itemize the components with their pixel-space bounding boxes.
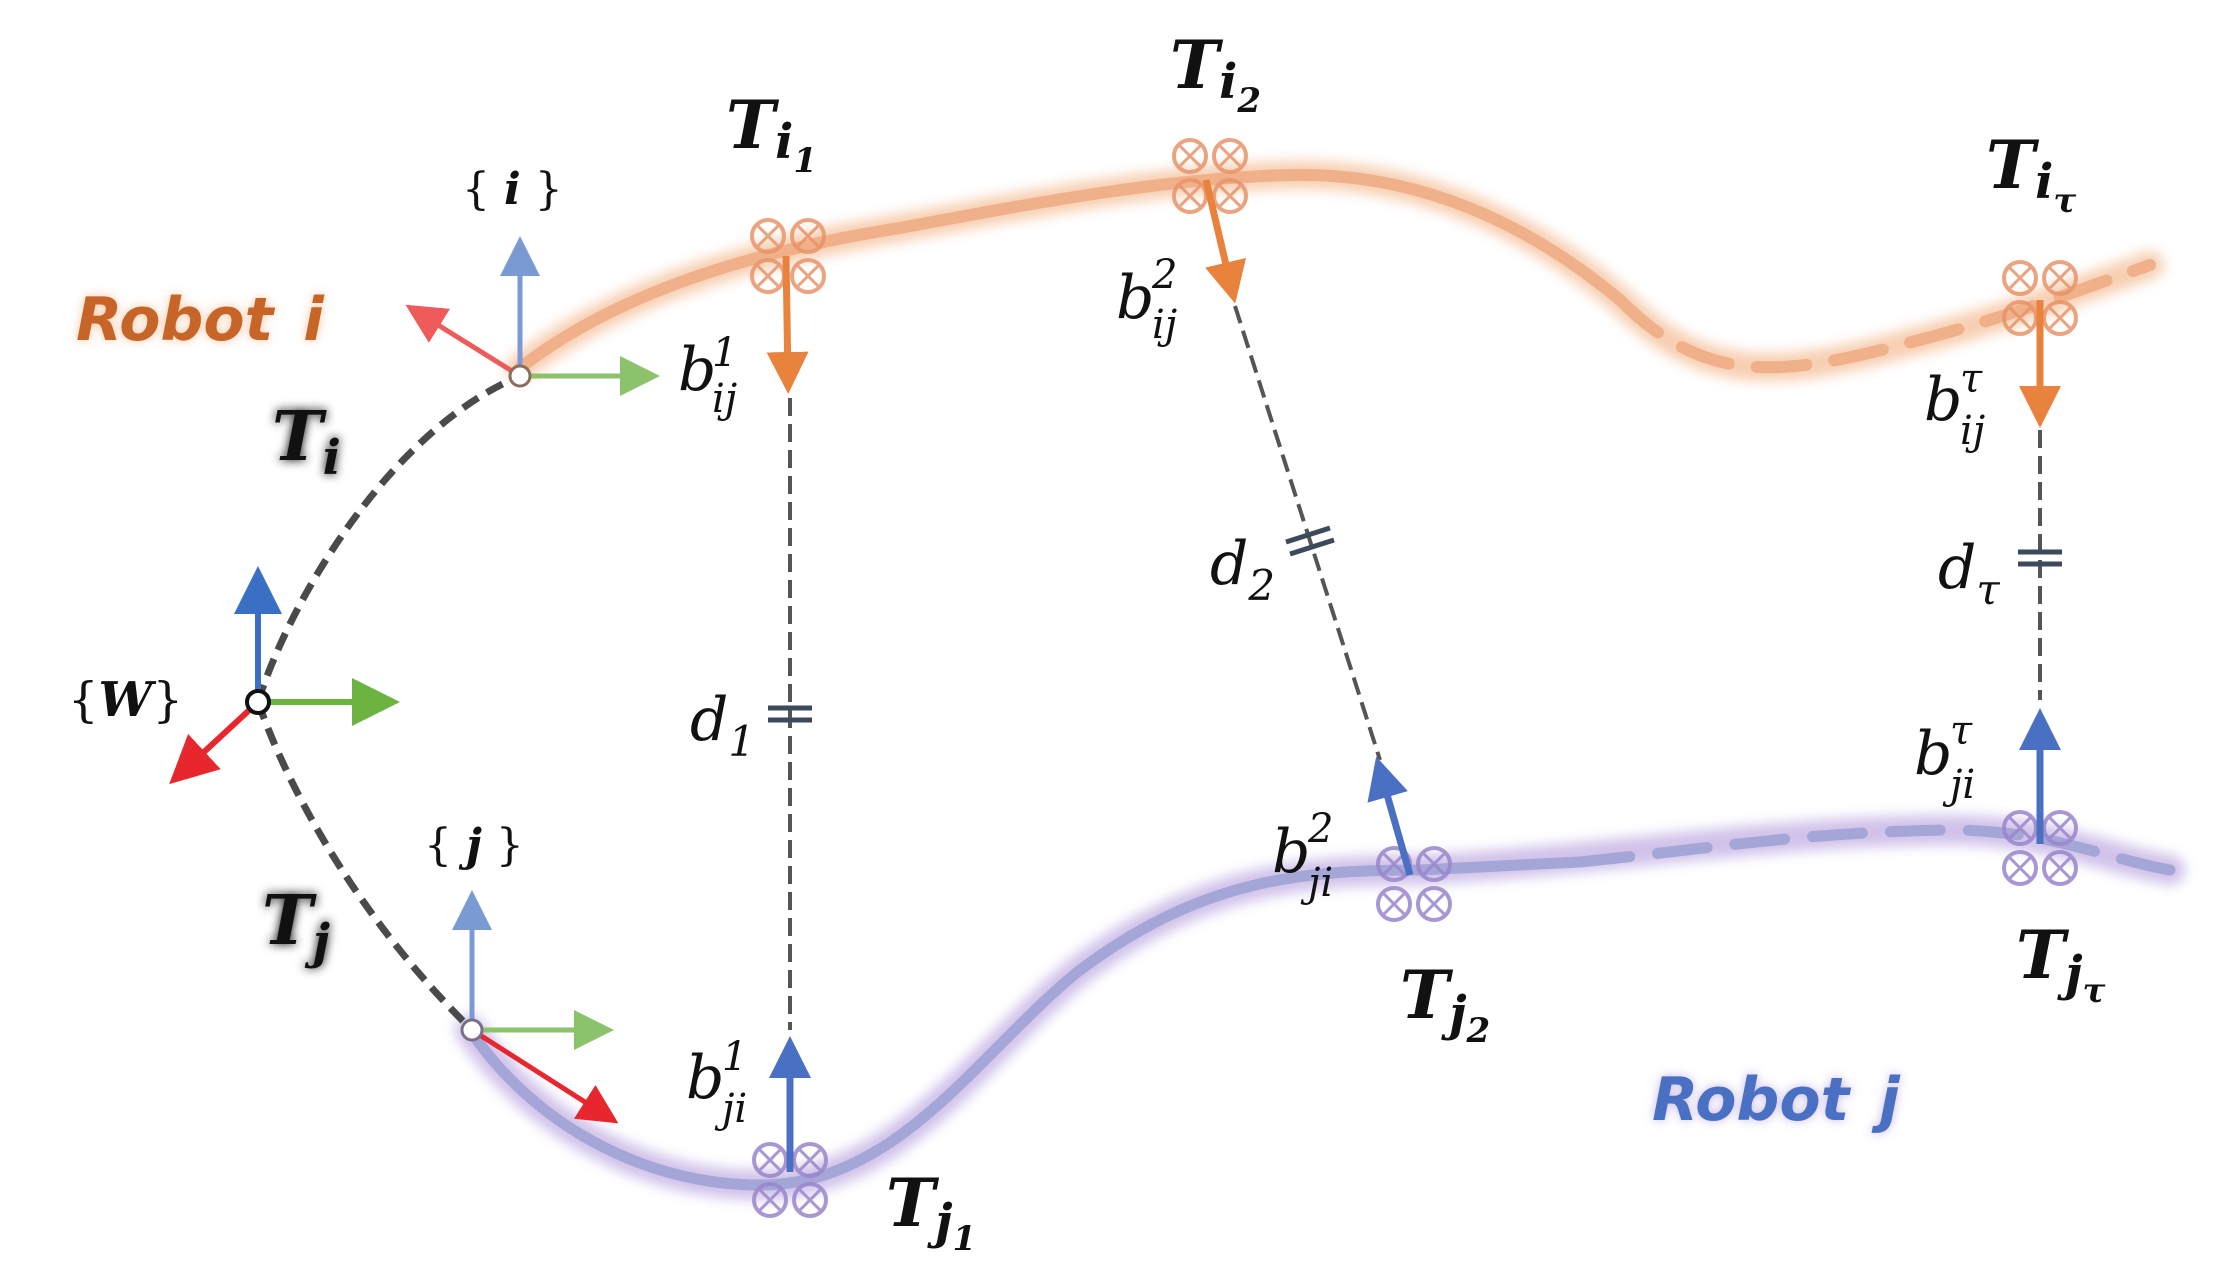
svg-text:ij: ij [1960,408,1985,454]
bearing-label-bjitau: b τ ji [1914,708,1975,808]
distance-label-dtau: dτ [1938,533,2000,614]
bearing-label-bji2: b 2 ji [1272,806,1333,906]
svg-text:b: b [686,1043,724,1113]
pose-Titau-label: Tiτ [1986,126,2076,221]
pose-Tjtau-label: Tjτ [2016,916,2106,1011]
coordinate-frame-icon [169,566,400,785]
svg-text:τ: τ [1960,356,1983,402]
transform-Tj-path [254,700,475,1033]
svg-text:1: 1 [722,1034,747,1080]
bearing-arrow-bji2 [1367,756,1414,876]
bearing-label-bij2: b 2 ij [1116,252,1177,348]
bearing-label-bji1: b 1 ji [686,1034,747,1132]
frame-i-label: { i } [462,164,563,215]
distance-line-2 [1233,305,1382,761]
svg-text:Ti: Ti [272,397,341,486]
pose-Ti1-label: Ti1 [726,86,817,181]
transform-Ti-path [254,372,522,704]
svg-text:Ti: Ti [272,397,341,486]
distance-line-tau [2018,430,2062,700]
bearing-label-bij1: b 1 ij [678,330,737,422]
svg-text:1: 1 [712,330,737,376]
quadrotor-icon-itau [2002,260,2078,336]
svg-text:b: b [1116,263,1154,333]
pose-Tj1-label: Tj1 [886,1164,976,1259]
bearing-arrow-bij2 [1202,179,1246,304]
svg-text:b: b [1914,719,1952,789]
quadrotor-icon-j1 [752,1142,828,1218]
coordinate-frame-icon [452,890,619,1124]
quadrotor-icon-i2 [1172,138,1248,214]
transform-Ti-label: Ti Ti [272,397,341,486]
svg-text:Tj: Tj [262,881,330,970]
distance-line-1 [768,398,812,1030]
quadrotor-icon-i1 [750,218,826,294]
svg-text:τ: τ [1950,708,1973,754]
svg-text:ij: ij [712,376,737,422]
distance-marker-icon [1285,525,1331,545]
pose-Ti2-label: Ti2 [1170,26,1261,121]
bearing-label-bijtau: b τ ij [1924,356,1985,454]
svg-text:2: 2 [1307,806,1333,852]
world-frame-label: {W} [68,672,183,728]
svg-text:b: b [1924,365,1962,435]
svg-text:Tj: Tj [262,881,330,970]
bearing-arrow-bij1 [766,255,809,394]
trajectory-robot-i [506,160,2164,382]
distance-label-d1: d1 [690,685,755,766]
svg-text:b: b [678,335,716,405]
transform-Tj-label: Tj Tj [262,881,330,970]
svg-text:ij: ij [1152,302,1177,348]
pose-Tj2-label: Tj2 [1400,956,1490,1051]
distance-label-d2: d2 [1210,529,1275,610]
svg-text:2: 2 [1151,252,1177,298]
svg-text:b: b [1272,817,1310,887]
quadrotor-icon-jtau [2002,810,2078,886]
frame-j-label: { j } [424,820,524,871]
coordinate-frame-icon [405,236,660,396]
